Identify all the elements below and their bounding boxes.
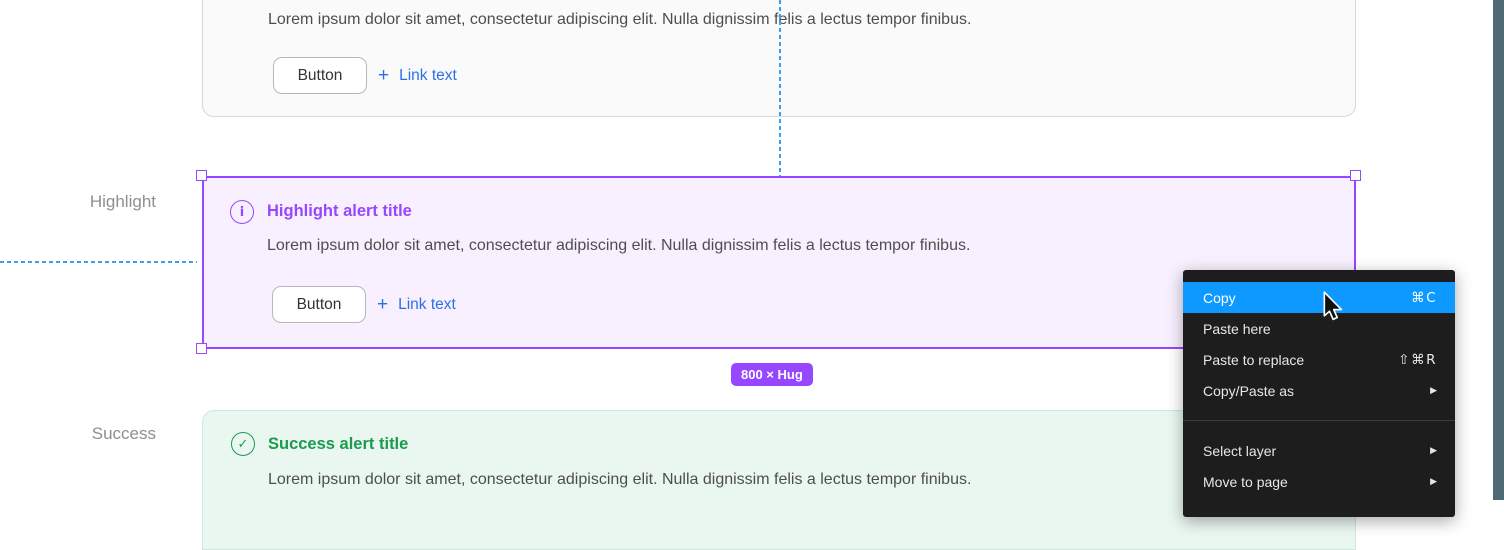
alert-body-text: Lorem ipsum dolor sit amet, consectetur … bbox=[268, 11, 972, 28]
menu-item-copy-paste-as[interactable]: Copy/Paste as ▶ bbox=[1183, 375, 1455, 406]
menu-item-select-layer[interactable]: Select layer ▶ bbox=[1183, 435, 1455, 466]
mouse-cursor-icon bbox=[1323, 291, 1343, 321]
menu-item-copy[interactable]: Copy ⌘C bbox=[1183, 282, 1455, 313]
section-label-success: Success bbox=[91, 424, 156, 443]
section-label-highlight: Highlight bbox=[89, 192, 156, 211]
vertical-alignment-guide bbox=[779, 0, 781, 176]
shortcut-label: ⇧⌘R bbox=[1398, 351, 1437, 368]
info-icon: i bbox=[230, 200, 254, 224]
submenu-arrow-icon: ▶ bbox=[1430, 445, 1437, 456]
window-edge-bar bbox=[1493, 0, 1504, 500]
horizontal-alignment-guide bbox=[0, 261, 197, 263]
alert-button[interactable]: Button bbox=[273, 57, 367, 94]
selection-handle-top-left[interactable] bbox=[196, 170, 207, 181]
menu-item-label: Select layer bbox=[1203, 442, 1277, 459]
submenu-arrow-icon: ▶ bbox=[1430, 385, 1437, 396]
alert-link[interactable]: + Link text bbox=[377, 286, 456, 323]
menu-item-move-to-page[interactable]: Move to page ▶ bbox=[1183, 466, 1455, 497]
selection-handle-top-right[interactable] bbox=[1350, 170, 1361, 181]
plus-icon: + bbox=[378, 64, 390, 86]
alert-link[interactable]: + Link text bbox=[378, 57, 457, 94]
menu-item-paste-to-replace[interactable]: Paste to replace ⇧⌘R bbox=[1183, 344, 1455, 375]
menu-item-label: Paste here bbox=[1203, 320, 1271, 337]
selection-handle-bottom-left[interactable] bbox=[196, 343, 207, 354]
menu-item-label: Copy/Paste as bbox=[1203, 382, 1295, 399]
menu-item-paste-here[interactable]: Paste here bbox=[1183, 313, 1455, 344]
selection-size-badge: 800 × Hug bbox=[731, 363, 813, 386]
menu-item-label: Paste to replace bbox=[1203, 351, 1305, 368]
alert-body-text: Lorem ipsum dolor sit amet, consectetur … bbox=[267, 237, 971, 254]
alert-button[interactable]: Button bbox=[272, 286, 366, 323]
alert-body-text: Lorem ipsum dolor sit amet, consectetur … bbox=[268, 471, 972, 488]
plus-icon: + bbox=[377, 293, 389, 315]
context-menu: Copy ⌘C Paste here Paste to replace ⇧⌘R … bbox=[1183, 270, 1455, 517]
submenu-arrow-icon: ▶ bbox=[1430, 476, 1437, 487]
menu-item-label: Move to page bbox=[1203, 473, 1288, 490]
check-circle-icon: ✓ bbox=[231, 432, 255, 456]
alert-title: Success alert title bbox=[268, 435, 409, 453]
menu-item-label: Copy bbox=[1203, 289, 1236, 306]
shortcut-label: ⌘C bbox=[1411, 289, 1437, 306]
alert-link-label: Link text bbox=[399, 66, 457, 84]
alert-link-label: Link text bbox=[398, 295, 456, 313]
alert-title: Highlight alert title bbox=[267, 202, 412, 220]
menu-separator bbox=[1183, 420, 1455, 421]
